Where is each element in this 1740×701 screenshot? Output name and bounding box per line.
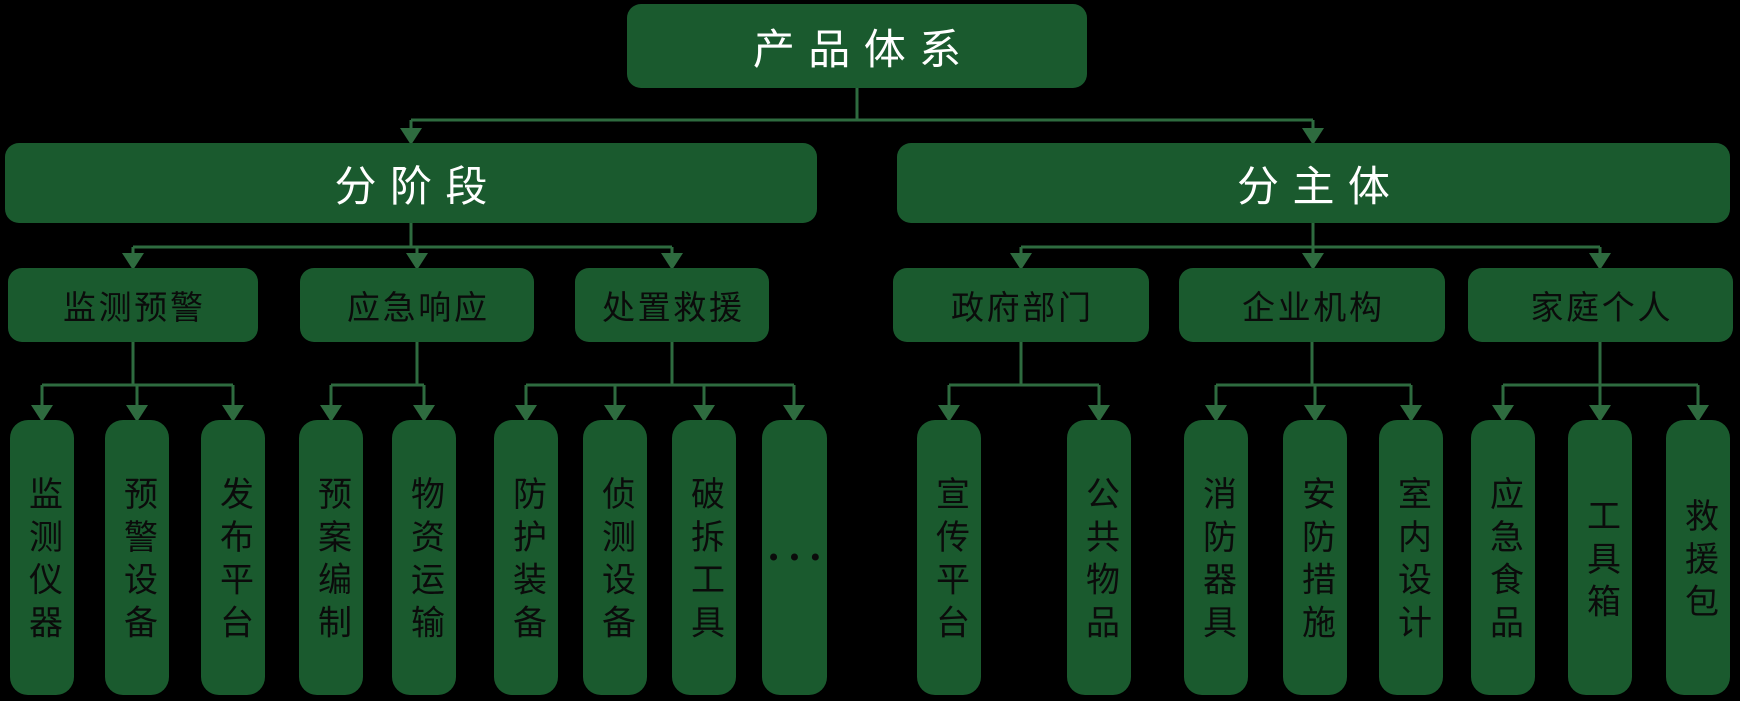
- node-by-stage: 分阶段: [5, 143, 817, 223]
- leaf-emergency-food: 应急食品: [1471, 420, 1535, 695]
- node-disposal-rescue-label: 处置救援: [602, 291, 745, 327]
- leaf-monitoring-instruments-label: 监测仪器: [23, 476, 61, 648]
- leaf-rescue-kit: 救援包: [1666, 420, 1730, 695]
- node-family-individual-label: 家庭个人: [1530, 291, 1674, 327]
- node-by-entity: 分主体: [897, 143, 1730, 223]
- leaf-plan-compilation-label: 预案编制: [312, 476, 350, 648]
- leaf-release-platform-label: 发布平台: [214, 476, 252, 648]
- node-family-individual: 家庭个人: [1468, 268, 1733, 342]
- node-by-entity-label: 分主体: [1237, 164, 1404, 211]
- leaf-publicity-platform: 宣传平台: [917, 420, 981, 695]
- node-government-departments: 政府部门: [893, 268, 1149, 342]
- node-emergency-response: 应急响应: [300, 268, 534, 342]
- leaf-publicity-platform-label: 宣传平台: [930, 476, 968, 648]
- node-disposal-rescue: 处置救援: [575, 268, 769, 342]
- leaf-security-measures: 安防措施: [1283, 420, 1347, 695]
- leaf-protective-equipment: 防护装备: [494, 420, 558, 695]
- leaf-toolbox: 工具箱: [1568, 420, 1632, 695]
- leaf-interior-design-label: 室内设计: [1392, 476, 1430, 648]
- node-by-stage-label: 分阶段: [334, 164, 501, 211]
- leaf-detection-equipment: 侦测设备: [583, 420, 647, 695]
- leaf-early-warning-equipment: 预警设备: [105, 420, 169, 695]
- leaf-interior-design: 室内设计: [1379, 420, 1443, 695]
- leaf-material-transport-label: 物资运输: [405, 476, 443, 648]
- node-emergency-response-label: 应急响应: [347, 291, 490, 327]
- connector-elbows: [40, 88, 1700, 406]
- node-monitoring-early-warning-label: 监测预警: [63, 291, 206, 327]
- node-enterprise-organizations: 企业机构: [1179, 268, 1445, 342]
- node-product-system: 产品体系: [627, 4, 1087, 88]
- node-government-departments-label: 政府部门: [951, 291, 1094, 327]
- leaf-security-measures-label: 安防措施: [1296, 476, 1334, 648]
- leaf-demolition-tools-label: 破拆工具: [685, 476, 723, 648]
- arrowhead-icons: [31, 128, 1709, 422]
- leaf-toolbox-label: 工具箱: [1581, 497, 1619, 627]
- leaf-firefighting-equipment-label: 消防器具: [1197, 476, 1235, 648]
- leaf-ellipsis-label: •••: [766, 543, 830, 572]
- leaf-material-transport: 物资运输: [392, 420, 456, 695]
- leaf-monitoring-instruments: 监测仪器: [10, 420, 74, 695]
- node-monitoring-early-warning: 监测预警: [8, 268, 258, 342]
- leaf-plan-compilation: 预案编制: [299, 420, 363, 695]
- leaf-rescue-kit-label: 救援包: [1679, 497, 1717, 627]
- leaf-firefighting-equipment: 消防器具: [1184, 420, 1248, 695]
- leaf-public-goods-label: 公共物品: [1080, 476, 1118, 648]
- leaf-public-goods: 公共物品: [1067, 420, 1131, 695]
- leaf-early-warning-equipment-label: 预警设备: [118, 476, 156, 648]
- leaf-release-platform: 发布平台: [201, 420, 265, 695]
- leaf-protective-equipment-label: 防护装备: [507, 476, 545, 648]
- node-product-system-label: 产品体系: [752, 27, 975, 74]
- leaf-demolition-tools: 破拆工具: [672, 420, 736, 695]
- leaf-ellipsis: •••: [762, 420, 827, 695]
- leaf-detection-equipment-label: 侦测设备: [596, 476, 634, 648]
- leaf-emergency-food-label: 应急食品: [1484, 476, 1522, 648]
- node-enterprise-organizations-label: 企业机构: [1242, 291, 1385, 327]
